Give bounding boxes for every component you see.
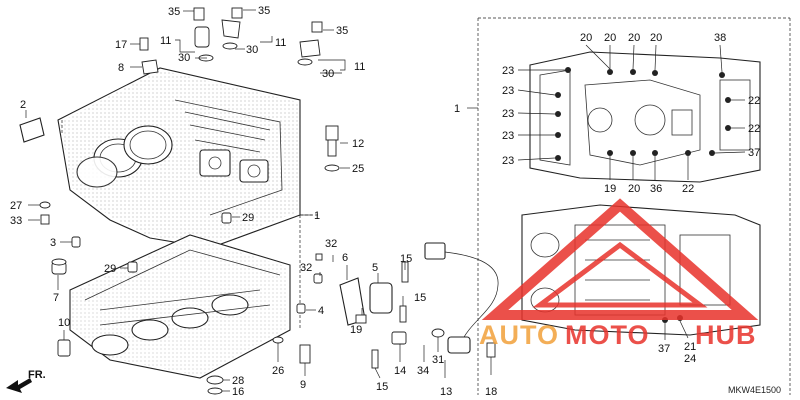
callout-35: 35 [258,5,270,17]
callout-1: 1 [454,103,460,115]
callout-16: 16 [232,386,244,398]
callout-14: 14 [394,365,406,377]
callout-38: 38 [714,32,726,44]
callout-5: 5 [372,262,378,274]
watermark-text-moto: MOTO [565,320,650,350]
leader-lines [25,9,746,392]
callout-4: 4 [318,305,324,317]
callout-23: 23 [502,130,514,142]
callout-35: 35 [168,6,180,18]
callout-28: 28 [232,375,244,387]
callout-17: 17 [115,39,127,51]
right-group-bracket [477,17,791,395]
callout-31: 31 [432,354,444,366]
callout-22: 22 [748,123,760,135]
callout-22: 22 [748,95,760,107]
callout-35: 35 [336,25,348,37]
callout-20: 20 [580,32,592,44]
front-arrow: FR. [6,369,46,393]
callout-23: 23 [502,108,514,120]
callout-23: 23 [502,155,514,167]
callout-19: 19 [350,324,362,336]
callout-24: 24 [684,353,696,365]
callout-22: 22 [682,183,694,195]
callout-20: 20 [650,32,662,44]
callout-11: 11 [275,37,286,49]
part-callouts: 35 35 35 17 11 11 11 30 30 30 8 2 12 25 … [10,5,781,398]
callout-2: 2 [20,99,26,111]
callout-10: 10 [58,317,70,329]
callout-30: 30 [322,68,334,80]
watermark: AUTO MOTO HUB [479,198,759,350]
callout-7: 7 [53,292,59,304]
callout-11: 11 [160,35,171,47]
callout-27: 27 [10,200,22,212]
callout-15: 15 [400,253,412,265]
callout-34: 34 [417,365,429,377]
callout-26: 26 [272,365,284,377]
callout-23: 23 [502,65,514,77]
callout-20: 20 [604,32,616,44]
callout-36: 36 [650,183,662,195]
diagram-code: MKW4E1500 [728,385,781,395]
callout-32: 32 [300,262,312,274]
watermark-text-hub: HUB [695,320,757,350]
callout-8: 8 [118,62,124,74]
callout-30: 30 [246,44,258,56]
callout-30: 30 [178,52,190,64]
callout-33: 33 [10,215,22,227]
callout-29: 29 [242,212,254,224]
callout-25: 25 [352,163,364,175]
callout-9: 9 [300,379,306,391]
callout-15: 15 [414,292,426,304]
upper-crankcase [57,67,301,249]
callout-12: 12 [352,138,364,150]
callout-6: 6 [342,252,348,264]
lower-crankcase [69,234,291,379]
callout-37: 37 [658,343,670,355]
hardware-left [19,7,499,395]
callout-18: 18 [485,386,497,398]
callout-23: 23 [502,85,514,97]
front-label: FR. [28,369,46,381]
callout-37: 37 [748,147,760,159]
callout-11: 11 [354,61,365,73]
watermark-text-auto: AUTO [479,320,559,350]
callout-32: 32 [325,238,337,250]
callout-3: 3 [50,237,56,249]
crankcase-bolt-layout-top [529,51,761,183]
callout-15: 15 [376,381,388,393]
callout-21: 21 [684,341,696,353]
callout-29: 29 [104,263,116,275]
callout-1: 1 [314,210,320,222]
callout-20: 20 [628,183,640,195]
callout-13: 13 [440,386,452,398]
callout-19: 19 [604,183,616,195]
callout-20: 20 [628,32,640,44]
